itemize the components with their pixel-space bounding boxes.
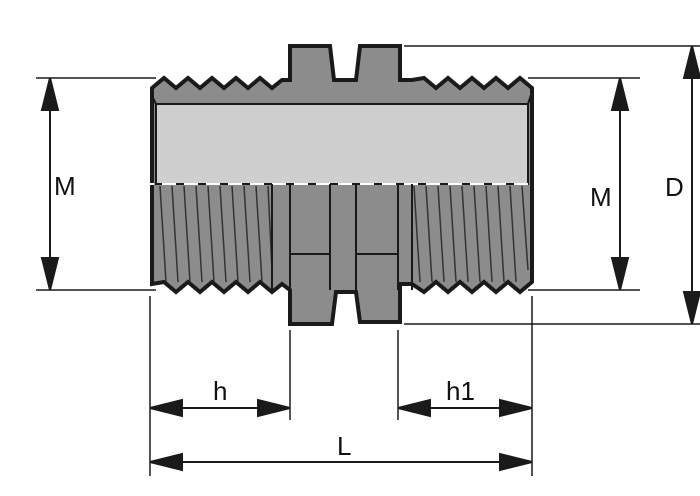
label-h: h bbox=[213, 376, 227, 406]
label-m-left: M bbox=[54, 171, 76, 201]
chamfer-right bbox=[527, 91, 533, 105]
label-m-right: M bbox=[590, 182, 612, 212]
bore-section bbox=[155, 103, 529, 185]
label-d: D bbox=[665, 172, 684, 202]
fitting-body bbox=[140, 44, 552, 326]
label-l: L bbox=[337, 431, 351, 461]
inner-threads-right bbox=[413, 185, 529, 283]
extension-lines bbox=[36, 45, 700, 476]
label-h1: h1 bbox=[446, 376, 475, 406]
chamfer-left bbox=[151, 95, 157, 105]
hex-collar-lines bbox=[271, 184, 413, 290]
dimension-lines bbox=[40, 45, 700, 472]
inner-threads-left bbox=[159, 185, 273, 283]
